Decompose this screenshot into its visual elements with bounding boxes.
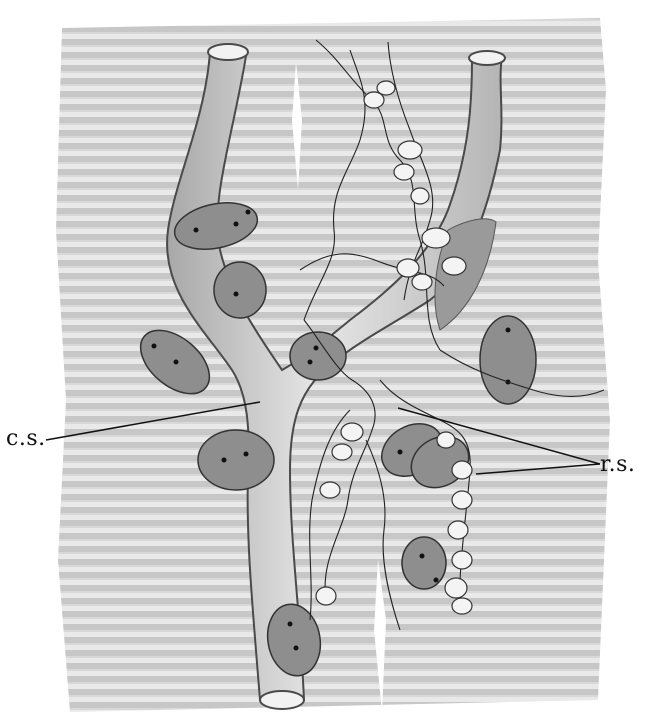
label-right-structure: r.s. [600, 452, 635, 477]
nucleus-9 [402, 537, 446, 589]
nucleus-6 [198, 430, 274, 490]
nucleus-2 [214, 262, 266, 318]
label-capillary: c.s. [6, 426, 46, 451]
